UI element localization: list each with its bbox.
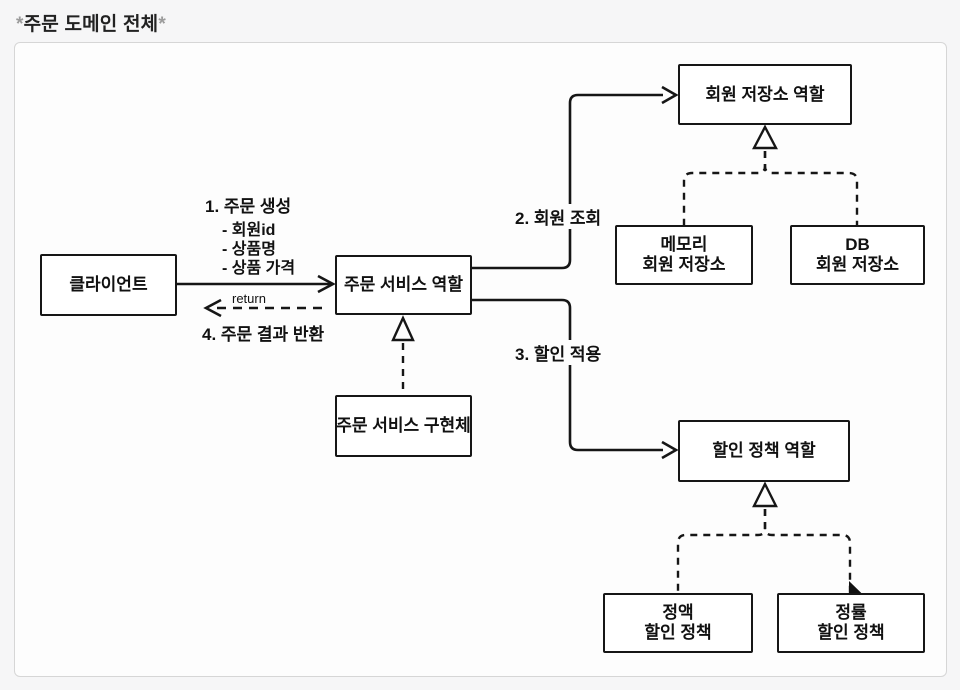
node-member-repo-role: 회원 저장소 역할 — [678, 64, 852, 125]
node-memory-member-repo: 메모리 회원 저장소 — [615, 225, 753, 285]
title-asterisk-left: * — [16, 14, 24, 35]
node-client-label: 클라이언트 — [69, 275, 148, 294]
diagram-canvas — [14, 42, 947, 677]
label-step1-item-product-name: - 상품명 — [222, 241, 276, 258]
label-return: return — [232, 291, 266, 306]
label-step1-order-create: 1. 주문 생성 — [205, 197, 292, 216]
node-order-service-impl-label: 주문 서비스 구현체 — [336, 416, 471, 435]
node-rate-discount-policy: 정률 할인 정책 — [777, 593, 925, 653]
node-fixed-discount-policy-line1: 정액 — [662, 603, 694, 622]
node-order-service-role: 주문 서비스 역할 — [335, 255, 472, 315]
label-step3-discount-apply: 3. 할인 적용 — [512, 340, 605, 365]
node-member-repo-role-label: 회원 저장소 역할 — [705, 84, 825, 104]
node-discount-policy-role: 할인 정책 역할 — [678, 420, 850, 482]
label-step4-order-result: 4. 주문 결과 반환 — [202, 325, 325, 344]
node-order-service-role-label: 주문 서비스 역할 — [344, 275, 463, 294]
node-db-member-repo-line2: 회원 저장소 — [816, 255, 899, 274]
node-memory-member-repo-line2: 회원 저장소 — [642, 255, 726, 274]
node-client: 클라이언트 — [40, 254, 177, 316]
node-fixed-discount-policy: 정액 할인 정책 — [603, 593, 753, 653]
node-db-member-repo-line1: DB — [845, 235, 870, 254]
node-db-member-repo: DB 회원 저장소 — [790, 225, 925, 285]
page-title: *주문 도메인 전체* — [16, 9, 166, 36]
node-rate-discount-policy-line1: 정률 — [835, 603, 867, 622]
page-title-text: 주문 도메인 전체 — [23, 14, 159, 35]
node-discount-policy-role-label: 할인 정책 역할 — [712, 441, 816, 460]
node-rate-discount-policy-line2: 할인 정책 — [817, 623, 885, 642]
node-memory-member-repo-line1: 메모리 — [660, 235, 708, 254]
label-step2-member-lookup: 2. 회원 조회 — [512, 204, 605, 229]
title-asterisk-right: * — [158, 14, 166, 35]
label-step1-item-member-id: - 회원id — [222, 222, 276, 239]
node-fixed-discount-policy-line2: 할인 정책 — [644, 623, 712, 642]
node-order-service-impl: 주문 서비스 구현체 — [335, 395, 472, 457]
label-step1-item-product-price: - 상품 가격 — [222, 260, 296, 277]
